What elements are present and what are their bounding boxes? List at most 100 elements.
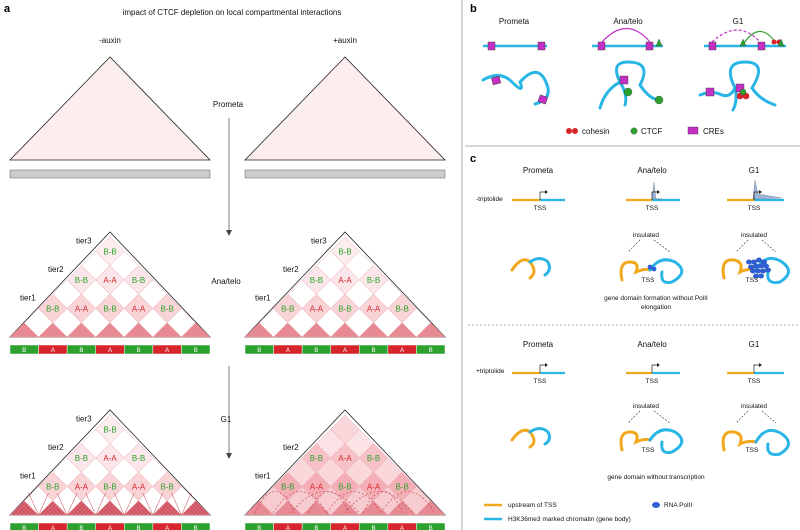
aa-label: A-A <box>310 482 324 491</box>
stage-g1-label: G1 <box>221 415 232 424</box>
polii-blob <box>756 257 762 263</box>
track-label: B <box>257 526 261 530</box>
tss-label-1: TSS <box>534 205 547 212</box>
tier3-label: tier3 <box>76 414 92 423</box>
aa-label: A-A <box>75 304 89 313</box>
aa-label: A-A <box>132 304 146 313</box>
c-stage-anatelo-2: Ana/telo <box>637 340 667 349</box>
bb-label: B-B <box>132 454 145 463</box>
hic-diagonal-cell <box>415 322 446 338</box>
caption-plus: gene domain without transcription <box>607 474 705 481</box>
track-label: A <box>343 348 347 354</box>
loop-arc <box>290 491 360 514</box>
b-g1-loop <box>698 60 777 112</box>
c-plus-g1-linear <box>727 363 784 375</box>
c-plus-prometa-linear <box>512 363 565 375</box>
prometa-triangle-minus <box>9 56 211 161</box>
loop-arc <box>344 491 414 514</box>
track-segment <box>181 522 211 530</box>
track-label: B <box>79 526 83 530</box>
track-label: A <box>108 526 112 530</box>
stripe-line <box>152 492 164 516</box>
b-legend: cohesin CTCF CREs <box>566 126 724 136</box>
stripe-line <box>181 492 192 516</box>
b-stage-prometa: Prometa <box>499 17 530 26</box>
tss-label-4: TSS <box>534 378 547 385</box>
track-label: A <box>165 526 169 530</box>
stripe-line <box>171 492 182 516</box>
tss-label-5: TSS <box>646 378 659 385</box>
c-minus-prometa-linear <box>512 190 565 202</box>
bb-label: B-B <box>75 454 88 463</box>
bb-label: B-B <box>338 247 351 256</box>
tier1-label: tier1 <box>255 471 271 480</box>
bb-label: B-B <box>103 304 116 313</box>
aa-label: A-A <box>132 482 146 491</box>
track-segment <box>416 344 446 355</box>
stripe-line <box>142 492 154 516</box>
stripe-line <box>85 492 96 516</box>
legend-cres: CREs <box>703 127 724 136</box>
track-label: B <box>257 348 261 354</box>
c-stage-g1-2: G1 <box>749 340 760 349</box>
c-plus-anatelo-linear <box>626 363 680 375</box>
bb-label: B-B <box>75 276 88 285</box>
loop-arc <box>380 491 436 514</box>
polii-blob <box>755 268 761 274</box>
b-anatelo-loop <box>598 60 664 110</box>
cres-icon <box>687 126 699 135</box>
stripe-line <box>38 492 49 516</box>
track-label: A <box>286 348 290 354</box>
track-label: A <box>165 348 169 354</box>
aa-label: A-A <box>103 276 117 285</box>
tier1-label: tier1 <box>20 293 36 302</box>
c-minus-anatelo-linear <box>626 181 680 202</box>
aa-label: A-A <box>310 304 324 313</box>
stage-anatelo-label: Ana/telo <box>211 277 241 286</box>
polii-blob <box>758 263 764 269</box>
bb-label: B-B <box>160 482 173 491</box>
track-label: B <box>314 348 318 354</box>
stripe-line <box>124 492 135 516</box>
tss-3d-3: TSS <box>642 447 655 454</box>
c-plus-g1-3d: insulated TSS <box>721 403 790 456</box>
bb-label: B-B <box>281 482 294 491</box>
track-label: A <box>51 526 55 530</box>
track-label: B <box>79 348 83 354</box>
bb-label: B-B <box>310 276 323 285</box>
bb-label: B-B <box>367 454 380 463</box>
bb-label: B-B <box>132 276 145 285</box>
cohesin-icon <box>566 128 572 134</box>
loop-arc <box>326 491 382 514</box>
stripe-line <box>28 492 39 516</box>
track-label: A <box>400 348 404 354</box>
c-plus-anatelo-3d: insulated TSS <box>619 403 684 454</box>
bb-label: B-B <box>46 482 59 491</box>
loop-arc <box>272 491 328 514</box>
panel-c: c Prometa Ana/telo G1 -triptolide TSS TS… <box>468 153 800 523</box>
arrow-head-1 <box>226 230 232 236</box>
tier2-label: tier2 <box>283 443 299 452</box>
panel-a-letter: a <box>4 3 11 15</box>
b-g1-linear <box>704 29 786 51</box>
tss-3d-4: TSS <box>746 447 759 454</box>
ctcf-icon <box>630 127 638 135</box>
legend-ctcf: CTCF <box>641 127 662 136</box>
loop-arc <box>308 491 350 514</box>
legend-cohesin: cohesin <box>582 127 610 136</box>
track-label: B <box>372 348 376 354</box>
hic-diagonal-cell <box>180 500 211 516</box>
aa-label: A-A <box>338 454 352 463</box>
b-stage-anatelo: Ana/telo <box>613 17 643 26</box>
bb-label: B-B <box>395 482 408 491</box>
tss-3d-2: TSS <box>746 277 759 284</box>
bb-label: B-B <box>103 425 116 434</box>
bb-label: B-B <box>338 482 351 491</box>
tss-label-3: TSS <box>748 205 761 212</box>
track-segment <box>181 344 211 355</box>
polii-cluster <box>746 257 771 279</box>
panel-b: b Prometa Ana/telo G1 <box>470 3 786 136</box>
